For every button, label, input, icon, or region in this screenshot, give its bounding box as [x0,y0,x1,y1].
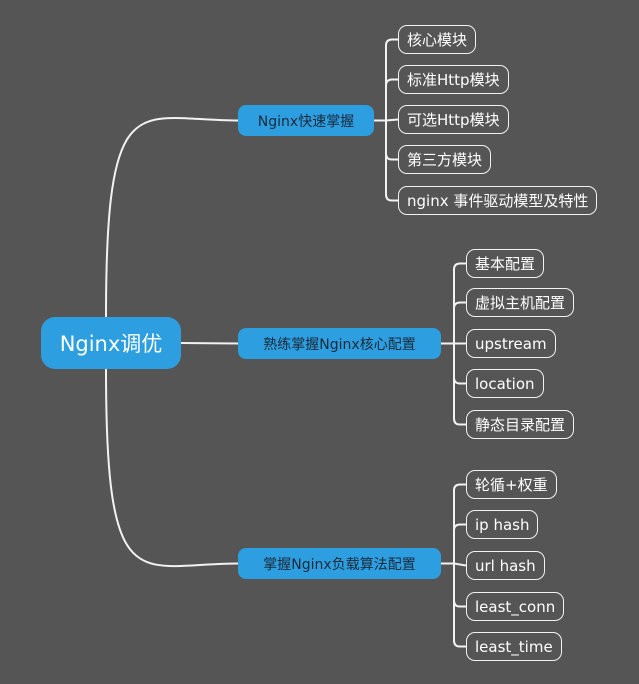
branch-nginx-quick-master[interactable]: Nginx快速掌握 [238,105,374,136]
leaf-core-module[interactable]: 核心模块 [398,25,477,54]
link-l2_4 [453,563,466,648]
link-l1_4 [453,343,466,426]
link-l2_2 [453,562,467,567]
leaf-least-time[interactable]: least_time [466,632,562,661]
link-l0_4 [385,120,398,202]
leaf-upstream[interactable]: upstream [466,329,556,358]
link-l0_1 [385,78,398,121]
leaf-third-party-module[interactable]: 第三方模块 [398,145,492,174]
link-l0_2 [385,118,399,122]
leaf-optional-http-module[interactable]: 可选Http模块 [398,105,509,134]
link-root-branch-1 [180,342,239,345]
link-root-branch-0 [105,116,239,318]
leaf-event-driven-model[interactable]: nginx 事件驱动模型及特性 [398,186,598,215]
leaf-virtual-host-config[interactable]: 虚拟主机配置 [466,288,575,317]
leaf-url-hash[interactable]: url hash [466,551,545,580]
link-l0_3 [385,120,398,161]
link-l2_1 [453,523,466,564]
branch-load-algorithm[interactable]: 掌握Nginx负载算法配置 [238,548,441,579]
leaf-standard-http-module[interactable]: 标准Http模块 [398,65,509,94]
branch-core-config[interactable]: 熟练掌握Nginx核心配置 [238,328,441,359]
leaf-location[interactable]: location [466,369,544,398]
link-l1_3 [453,343,466,385]
link-l2_3 [453,563,466,608]
link-l2_0 [453,483,466,564]
link-l0_0 [385,38,398,121]
root-node[interactable]: Nginx调优 [41,317,181,369]
leaf-round-robin-weight[interactable]: 轮循+权重 [466,470,557,499]
link-l1_0 [453,262,466,344]
leaf-static-dir-config[interactable]: 静态目录配置 [466,410,575,439]
leaf-basic-config[interactable]: 基本配置 [466,249,545,278]
link-root-branch-2 [105,368,239,568]
link-l1_1 [453,301,466,344]
leaf-least-conn[interactable]: least_conn [466,592,565,621]
leaf-ip-hash[interactable]: ip hash [466,510,539,539]
